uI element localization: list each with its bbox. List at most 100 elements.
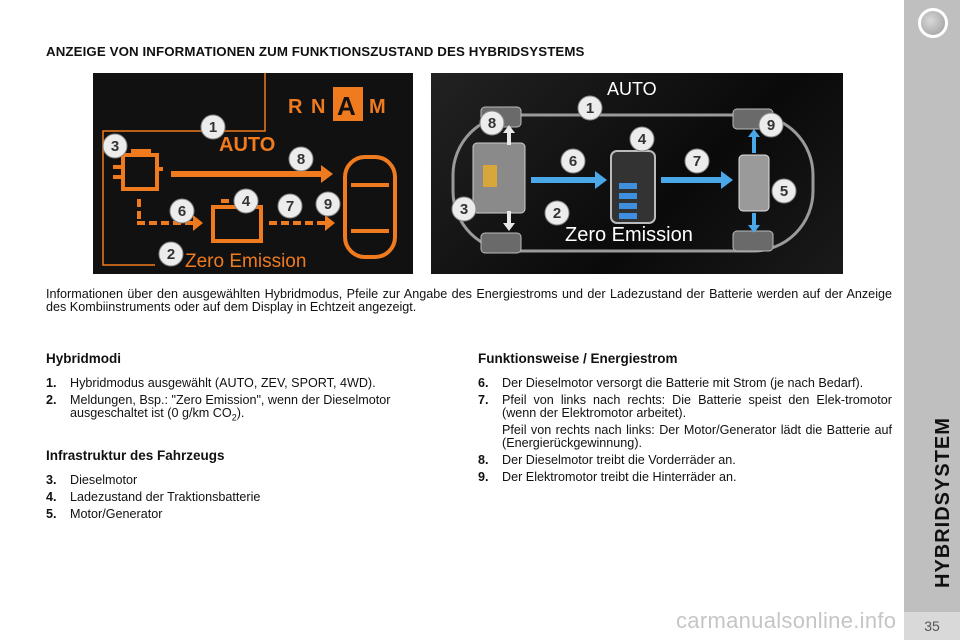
item-number: 5. xyxy=(46,506,57,521)
svg-text:8: 8 xyxy=(297,151,305,168)
svg-text:5: 5 xyxy=(780,183,788,200)
zero-emission-label: Zero Emission xyxy=(185,251,306,272)
zero-emission-label: Zero Emission xyxy=(565,224,693,246)
sidebar xyxy=(904,0,960,640)
car-body-outline xyxy=(451,113,815,253)
item-text-part: ). xyxy=(236,406,245,420)
auto-label: AUTO xyxy=(607,79,657,99)
callouts: 1 2 3 4 5 6 7 8 9 xyxy=(451,95,797,226)
svg-text:2: 2 xyxy=(167,246,175,263)
page-number: 35 xyxy=(904,612,960,640)
callout-8: 8 xyxy=(479,110,505,136)
item-number: 9. xyxy=(478,470,489,484)
mode-letter-r: R xyxy=(288,96,303,118)
callout-4: 4 xyxy=(233,188,259,214)
callout-6: 6 xyxy=(169,198,195,224)
callout-2: 2 xyxy=(544,200,570,226)
svg-text:7: 7 xyxy=(693,153,701,170)
callout-3: 3 xyxy=(102,133,128,159)
auto-label: AUTO xyxy=(219,134,275,156)
instrument-cluster-illustration: R N A M AUTO xyxy=(102,73,397,272)
section-title-hybridmodi: Hybridmodi xyxy=(46,351,122,366)
item-number: 1. xyxy=(46,376,57,390)
sidebar-title: HYBRIDSYSTEM xyxy=(932,417,954,588)
callout-5: 5 xyxy=(771,178,797,204)
watermark: carmanualsonline.info xyxy=(676,608,897,633)
list-item: 9. Der Elektromotor treibt die Hinterräd… xyxy=(478,471,892,484)
right-column: Funktionsweise / Energiestrom 6. Der Die… xyxy=(478,352,892,488)
item-text: Pfeil von links nach rechts: Die Batteri… xyxy=(502,393,892,420)
wheel-front-right xyxy=(480,232,522,254)
motor-generator-icon xyxy=(738,154,770,212)
item-text: Ladezustand der Traktionsbatterie xyxy=(70,489,261,504)
arrows-rear-wheels xyxy=(748,129,760,233)
sidebar-circle-icon xyxy=(918,8,948,38)
callout-1: 1 xyxy=(200,114,226,140)
item-text: Der Dieselmotor treibt die Vorderräder a… xyxy=(502,453,736,467)
list-item: 4. Ladezustand der Traktionsbatterie xyxy=(46,489,466,504)
svg-text:7: 7 xyxy=(286,198,294,215)
svg-text:1: 1 xyxy=(586,100,594,117)
svg-text:9: 9 xyxy=(324,196,332,213)
engine-fuel-indicator xyxy=(483,165,497,187)
item-extra-text: Pfeil von rechts nach links: Der Motor/G… xyxy=(502,423,892,450)
item-text: Motor/Generator xyxy=(70,506,163,521)
item-number: 3. xyxy=(46,472,57,487)
svg-text:3: 3 xyxy=(460,201,468,218)
callouts: 1 2 3 4 6 7 8 9 xyxy=(102,114,341,267)
battery-level xyxy=(619,183,637,219)
item-number: 8. xyxy=(478,453,489,467)
list-item: 7. Pfeil von links nach rechts: Die Batt… xyxy=(478,394,892,420)
wheel-rear-right xyxy=(732,230,774,252)
svg-text:4: 4 xyxy=(242,193,251,210)
left-column: Hybridmodi 1. Hybridmodus ausgewählt (AU… xyxy=(46,352,466,525)
svg-text:6: 6 xyxy=(569,153,577,170)
callout-8: 8 xyxy=(288,146,314,172)
section-title-infrastruktur: Infrastruktur des Fahrzeugs xyxy=(46,447,225,463)
item-number: 4. xyxy=(46,489,57,504)
energy-flow-illustration: AUTO Zero Emission 1 2 3 4 5 6 7 8 9 xyxy=(451,79,815,254)
item-text: Dieselmotor xyxy=(70,472,138,487)
callout-3: 3 xyxy=(451,196,477,222)
item-text: Hybridmodus ausgewählt (AUTO, ZEV, SPORT… xyxy=(70,376,376,390)
page-heading: ANZEIGE VON INFORMATIONEN ZUM FUNKTIONSZ… xyxy=(46,44,585,59)
item-text-subscript: 2 xyxy=(231,412,237,423)
intro-paragraph: Informationen über den ausgewählten Hybr… xyxy=(46,287,892,314)
mode-letter-n: N xyxy=(311,96,325,118)
arrows-front-wheels xyxy=(503,125,515,231)
engine-icon xyxy=(113,149,163,191)
item-text-part: Meldungen, Bsp.: "Zero Emission", wenn d… xyxy=(70,393,391,420)
callout-2: 2 xyxy=(158,241,184,267)
callout-7: 7 xyxy=(684,148,710,174)
svg-text:9: 9 xyxy=(767,117,775,134)
callout-6: 6 xyxy=(560,148,586,174)
mode-letter-m: M xyxy=(369,96,386,118)
mode-selected-box xyxy=(333,87,363,121)
callout-9: 9 xyxy=(315,191,341,217)
arrow-battery-to-motor xyxy=(661,171,733,189)
arrow-engine-to-battery xyxy=(137,199,203,231)
diesel-engine-icon xyxy=(472,142,526,214)
list-item: 1. Hybridmodus ausgewählt (AUTO, ZEV, SP… xyxy=(46,377,466,390)
mode-letter-a: A xyxy=(337,91,356,121)
list-item: 8. Der Dieselmotor treibt die Vorderräde… xyxy=(478,454,892,467)
svg-text:4: 4 xyxy=(638,131,647,148)
callout-4: 4 xyxy=(629,126,655,152)
list-item: 5. Motor/Generator xyxy=(46,506,466,521)
list-item: 2. Meldungen, Bsp.: "Zero Emission", wen… xyxy=(46,394,466,425)
svg-text:6: 6 xyxy=(178,203,186,220)
frame-line xyxy=(102,73,266,266)
svg-text:8: 8 xyxy=(488,115,496,132)
item-number: 6. xyxy=(478,376,489,390)
item-text: Der Elektromotor treibt die Hinterräder … xyxy=(502,470,737,484)
svg-text:3: 3 xyxy=(111,138,119,155)
svg-text:2: 2 xyxy=(553,205,561,222)
callout-1: 1 xyxy=(577,95,603,121)
callout-7: 7 xyxy=(277,193,303,219)
multifunction-display: AUTO Zero Emission 1 2 3 4 5 6 7 8 9 xyxy=(431,73,843,274)
list-item: 6. Der Dieselmotor versorgt die Batterie… xyxy=(478,377,892,390)
list-item: 3. Dieselmotor xyxy=(46,472,466,487)
arrow-engine-to-battery xyxy=(531,171,607,189)
car-icon xyxy=(343,155,397,259)
section-title-funktion: Funktionsweise / Energiestrom xyxy=(478,351,678,366)
